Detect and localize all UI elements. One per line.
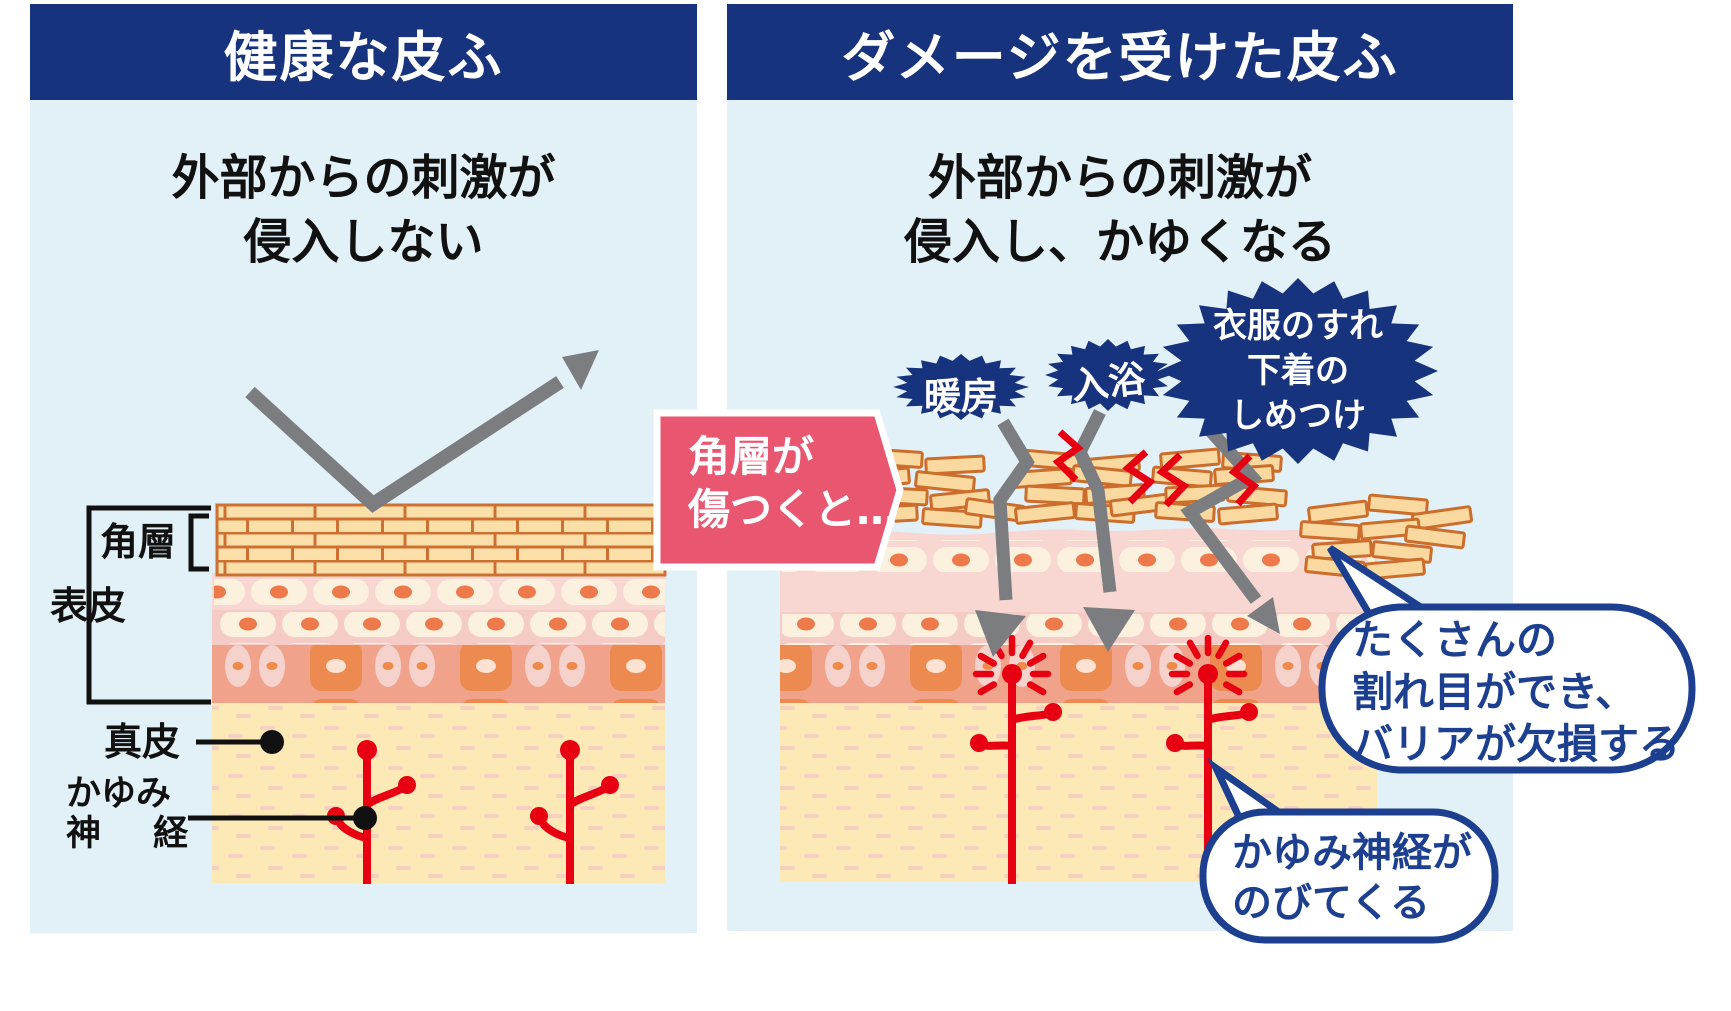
damage-transition-arrow	[653, 409, 904, 571]
healthy-subtitle-line2: 侵入しない	[243, 214, 484, 270]
healthy-panel-title: 健康な皮ふ	[223, 25, 504, 89]
deflected-stimulus-arrow-icon	[245, 350, 599, 513]
damaged-skin-illustration	[780, 278, 1696, 944]
stimulus-star-heating: 暖房	[924, 375, 998, 418]
healthy-subtitle-line1: 外部からの刺激が	[171, 150, 556, 206]
stimulus-arrowheads	[975, 597, 1280, 657]
damaged-panel-header: ダメージを受けた皮ふ	[727, 4, 1513, 100]
cracks-callout-text: たくさんの 割れ目ができ、 バリアが欠損する	[1352, 614, 1680, 770]
transition-arrow-text: 角層が 傷つくと…	[688, 430, 898, 536]
cracks-callout-line2: 割れ目ができ、	[1352, 668, 1637, 716]
broken-stratum-corneum-bricks	[787, 447, 1474, 581]
damaged-panel-title: ダメージを受けた皮ふ	[841, 25, 1399, 89]
itch-nerve-pointer-dot	[353, 806, 377, 830]
healthy-panel-header: 健康な皮ふ	[30, 4, 697, 100]
label-dermis: 真皮	[104, 720, 181, 764]
label-itch-nerve: かゆみ 神 経	[66, 774, 188, 854]
transition-arrow-line2: 傷つくと…	[688, 485, 899, 534]
dermis-pointer-dot	[260, 730, 284, 754]
cracks-callout-line3: バリアが欠損する	[1352, 720, 1680, 768]
label-connectors-left	[86, 505, 365, 821]
damaged-subtitle-line2: 侵入し、かゆくなる	[903, 214, 1336, 270]
transition-arrow-line1: 角層が	[688, 432, 815, 481]
penetrating-stimulus-arrows-icon	[993, 409, 1263, 604]
stimulus-star-clothing-line1: 衣服のすれ	[1213, 306, 1383, 346]
damaged-subtitle: 外部からの刺激が 侵入し、かゆくなる	[727, 146, 1513, 274]
stimulus-star-clothing-line3: しめつけ	[1230, 396, 1366, 436]
damaged-subtitle-line1: 外部からの刺激が	[927, 150, 1312, 206]
stratum-corneum-bricks-left	[215, 503, 667, 577]
stimulus-starburst-shapes	[893, 278, 1438, 464]
irritation-spark-icons	[1052, 429, 1260, 508]
cracks-callout-bubble	[1318, 545, 1696, 774]
label-itch-nerve-line2: 神 経	[66, 814, 189, 854]
basal-layer-right	[780, 645, 1377, 703]
healthy-skin-illustration	[86, 350, 667, 884]
stimulus-star-clothing: 衣服のすれ 下着の しめつけ	[1158, 304, 1438, 439]
cracks-callout-line1: たくさんの	[1352, 616, 1557, 664]
stimulus-star-clothing-line2: 下着の	[1247, 351, 1349, 391]
nerve-callout-line2: のびてくる	[1232, 880, 1430, 926]
label-epidermis: 表皮	[50, 584, 127, 628]
label-stratum-corneum: 角層	[100, 520, 177, 564]
nerve-callout-bubble	[1199, 757, 1499, 944]
label-itch-nerve-line1: かゆみ	[66, 774, 172, 814]
nerve-callout-line1: かゆみ神経が	[1232, 830, 1472, 876]
nerve-callout-text: かゆみ神経が のびてくる	[1232, 828, 1472, 928]
healthy-subtitle: 外部からの刺激が 侵入しない	[30, 146, 697, 274]
basal-layer-left	[212, 645, 665, 703]
